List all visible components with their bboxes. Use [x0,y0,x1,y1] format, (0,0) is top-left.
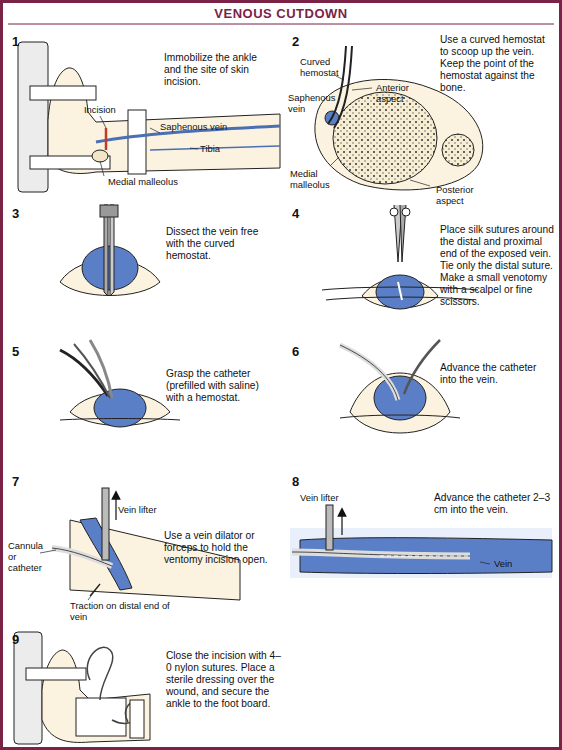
vein-dissection-part [110,205,114,296]
step-number: 6 [292,344,299,359]
part-label: Incision [84,104,144,115]
part-label: Anterior aspect [376,82,426,104]
step-number: 1 [12,34,19,49]
leg-on-board [18,42,280,192]
part-label: Saphenous vein [160,121,250,132]
catheter-advance-part [350,373,450,433]
dressed-ankle [14,632,150,744]
part-label: Saphenous vein [288,92,333,114]
step-number: 3 [12,206,19,221]
catheter-in-vein-part [292,552,470,556]
leg-on-board-part [30,86,96,100]
ankle-cross-section-part [333,92,437,184]
catheter-advance-part [340,415,460,418]
leg-on-board-part [105,128,108,150]
leg-on-board-part [100,116,106,128]
part-label: Vein lifter [118,504,178,515]
catheter-advance-part [340,345,398,400]
ankle-cross-section-part [352,88,372,90]
part-label: Medial malleolus [108,176,208,187]
part-label: Medial malleolus [290,168,350,190]
dressed-ankle-part [26,668,86,680]
part-label: Tibia [200,143,240,154]
dressed-ankle-part [14,632,42,744]
diagram-title: VENOUS CUTDOWN [0,6,562,21]
part-label: Vein [494,558,534,569]
vein-lifter-view-part [90,584,100,596]
catheter-in-vein [290,505,552,578]
suture-venotomy-part [402,208,410,216]
catheter-in-vein-part [480,562,490,564]
ankle-cross-section-part [328,46,346,124]
suture-venotomy-part [390,208,398,216]
leg-on-board-part [128,110,146,174]
ankle-cross-section-part [334,46,352,128]
instruction-text: Advance the catheter into the vein. [440,362,550,386]
step-number: 2 [292,34,299,49]
step-number: 9 [12,632,19,647]
instruction-text: Use a vein dilator or forceps to hold th… [164,530,274,566]
leg-on-board-part [100,161,104,176]
leg-on-board-part [150,128,160,133]
vein-lifter-view-part [115,495,116,520]
ankle-cross-section-part [326,112,328,114]
instruction-text: Grasp the catheter (prefilled with salin… [166,368,276,404]
catheter-in-vein-part [380,556,470,557]
vein-lifter-view-part [102,488,109,560]
instruction-text: Advance the catheter 2–3 cm into the vei… [434,492,552,516]
dressed-ankle-part [42,650,150,742]
suture-venotomy-part [398,282,402,300]
instruction-text: Place silk sutures around the distal and… [440,224,558,308]
catheter-grasp-part [74,344,110,398]
catheter-in-vein-part [292,552,470,556]
step-number: 8 [292,474,299,489]
suture-venotomy-part [376,275,424,309]
ankle-cross-section-part [410,180,430,186]
catheter-grasp-part [60,419,180,421]
vein-lifter-view-part [88,584,100,600]
instruction-text: Dissect the vein free with the curved he… [166,226,276,262]
catheter-in-vein-part [326,505,333,550]
step-number: 5 [12,344,19,359]
instruction-text: Immobilize the ankle and the site of ski… [164,52,276,88]
catheter-grasp-part [94,389,146,427]
instruction-text: Close the incision with 4–0 nylon suture… [166,650,282,710]
leg-on-board-part [92,150,108,162]
dressed-ankle-part [76,698,126,736]
instruction-text: Use a curved hemostat to scoop up the ve… [440,34,556,94]
part-label: Curved hemostat [300,56,340,78]
catheter-grasp [60,340,180,427]
catheter-advance-part [404,340,440,394]
vein-dissection-part [104,205,108,296]
vein-dissection [60,205,160,296]
ankle-cross-section-part [442,134,474,166]
step-number: 7 [12,474,19,489]
catheter-advance-part [340,345,398,400]
dressed-ankle-part [130,700,144,738]
dressed-ankle-part [87,647,113,700]
vein-dissection-part [100,205,118,217]
part-label: Posterior aspect [436,184,496,206]
catheter-in-vein-part [341,512,342,535]
leg-on-board-part [190,148,198,149]
part-label: Traction on distal end of vein [70,600,180,622]
part-label: Vein lifter [300,492,360,503]
frame-part [8,24,554,25]
catheter-advance [340,340,460,433]
part-label: Cannula or catheter [8,540,48,573]
ankle-cross-section-part [330,158,338,166]
step-number: 4 [292,206,299,221]
